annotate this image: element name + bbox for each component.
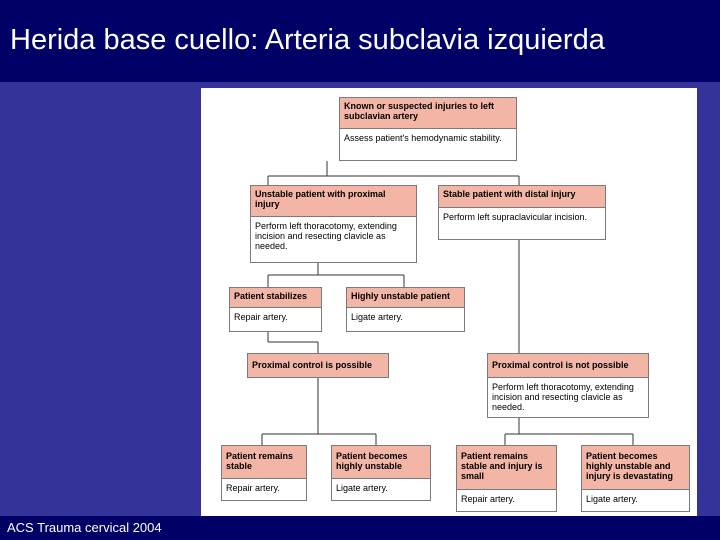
footer-credit: ACS Trauma cervical 2004 xyxy=(7,520,162,535)
node-stable-small: Patient remains stable and injury is sma… xyxy=(456,445,557,512)
node-root: Known or suspected injuries to left subc… xyxy=(339,97,517,161)
flowchart-panel: Known or suspected injuries to left subc… xyxy=(201,88,697,516)
title-bar: Herida base cuello: Arteria subclavia iz… xyxy=(0,0,720,82)
connector-lines xyxy=(261,161,634,445)
node-unstable-body: Perform left thoracotomy, extending inci… xyxy=(255,221,397,251)
node-root-header: Known or suspected injuries to left subc… xyxy=(340,98,516,129)
node-prox-not-possible: Proximal control is not possible Perform… xyxy=(487,353,649,418)
node-highly-unstable-body: Ligate artery. xyxy=(351,312,403,322)
node-stable-small-body: Repair artery. xyxy=(461,494,515,504)
node-becomes-unstable-body: Ligate artery. xyxy=(336,483,388,493)
node-stable: Stable patient with distal injury Perfor… xyxy=(438,185,606,240)
node-highly-unstable-header: Highly unstable patient xyxy=(347,288,464,308)
node-stable-body: Perform left supraclavicular incision. xyxy=(443,212,588,222)
node-stabilizes: Patient stabilizes Repair artery. xyxy=(229,287,322,332)
node-root-body: Assess patient's hemodynamic stability. xyxy=(344,133,502,143)
node-becomes-unstable-header: Patient becomes highly unstable xyxy=(332,446,430,479)
node-remains-stable-body: Repair artery. xyxy=(226,483,280,493)
node-prox-not-possible-body: Perform left thoracotomy, extending inci… xyxy=(492,382,634,412)
node-highly-unstable: Highly unstable patient Ligate artery. xyxy=(346,287,465,332)
node-remains-stable-header: Patient remains stable xyxy=(222,446,306,479)
node-prox-not-possible-header: Proximal control is not possible xyxy=(488,354,648,378)
slide-title: Herida base cuello: Arteria subclavia iz… xyxy=(10,24,605,56)
node-unstable-header: Unstable patient with proximal injury xyxy=(251,186,416,217)
node-becomes-unstable: Patient becomes highly unstable Ligate a… xyxy=(331,445,431,501)
node-prox-possible-header: Proximal control is possible xyxy=(248,354,388,377)
footer-bar: ACS Trauma cervical 2004 xyxy=(0,516,720,540)
node-stabilizes-body: Repair artery. xyxy=(234,312,288,322)
node-stable-header: Stable patient with distal injury xyxy=(439,186,605,208)
node-remains-stable: Patient remains stable Repair artery. xyxy=(221,445,307,501)
node-unstable-devastating: Patient becomes highly unstable and inju… xyxy=(581,445,690,512)
node-prox-possible: Proximal control is possible xyxy=(247,353,389,378)
node-stable-small-header: Patient remains stable and injury is sma… xyxy=(457,446,556,490)
node-unstable-devastating-header: Patient becomes highly unstable and inju… xyxy=(582,446,689,490)
node-unstable: Unstable patient with proximal injury Pe… xyxy=(250,185,417,263)
node-stabilizes-header: Patient stabilizes xyxy=(230,288,321,308)
node-unstable-devastating-body: Ligate artery. xyxy=(586,494,638,504)
